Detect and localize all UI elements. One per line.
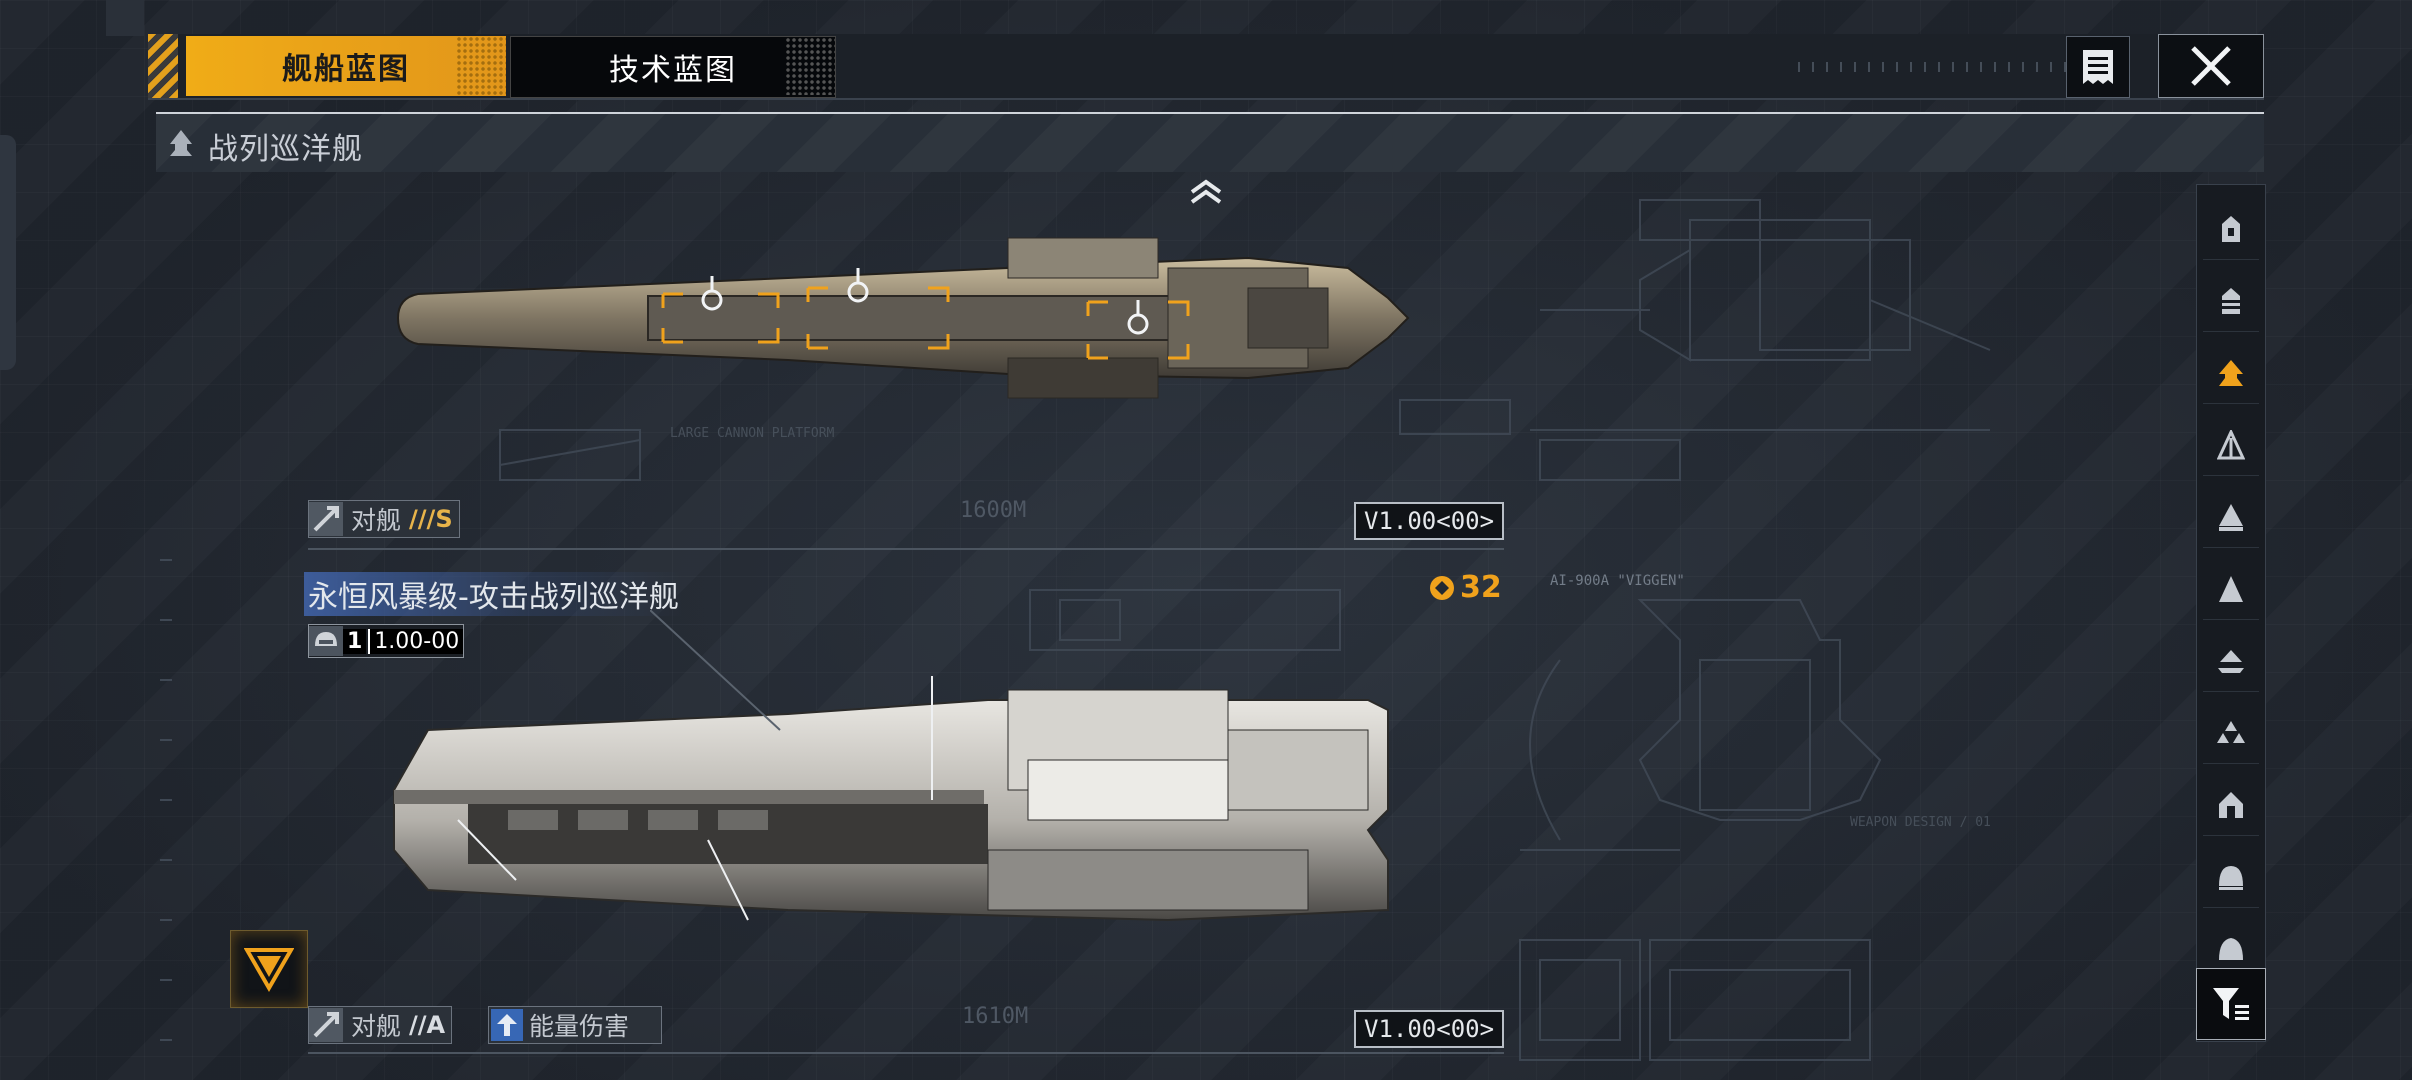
ship-2-name: 永恒风暴级-攻击战列巡洋舰 [304, 572, 683, 616]
destroyer-icon [2222, 288, 2240, 314]
tab-ship-blueprint-label: 舰船蓝图 [282, 52, 410, 87]
ship-2-level: 1 1.00-00 [308, 624, 465, 658]
class-filter-1[interactable] [2203, 199, 2259, 260]
ship-image-2[interactable] [388, 670, 1418, 940]
ship-2-length: 1610M [962, 1004, 1029, 1029]
category-header: 战列巡洋舰 [156, 112, 2264, 172]
auxiliary-icon [2218, 650, 2244, 673]
battlecruiser-icon [2219, 360, 2243, 386]
class-filter-6[interactable] [2203, 559, 2259, 620]
class-filter-battlecruiser-selected[interactable] [2203, 343, 2259, 404]
class-filter-5[interactable] [2203, 487, 2259, 548]
bp-label-weapon: WEAPON DESIGN / 01 [1850, 815, 1991, 830]
down-triangle-icon [244, 948, 294, 992]
anti-ship-icon [309, 1008, 343, 1042]
filter-button[interactable] [2196, 968, 2266, 1040]
ship-1-grade: ///S [409, 505, 453, 533]
chevron-up-icon[interactable] [1186, 176, 1226, 206]
ship-2-role: 对舰 [351, 1012, 402, 1041]
battlecruiser-class-icon [170, 130, 192, 156]
document-icon [2083, 50, 2113, 84]
class-filter-11[interactable] [2203, 919, 2259, 979]
bp-label-variant: AI-900A "VIGGEN" [1550, 573, 1685, 589]
tab-tech-blueprint-label: 技术蓝图 [609, 53, 737, 88]
ship-2-version: V1.00<00> [1354, 1010, 1505, 1048]
ship-2-level-value: 1.00-00 [368, 628, 464, 654]
energy-damage-icon [491, 1009, 523, 1041]
ship-1-length: 1600M [960, 498, 1027, 523]
battleship-icon [2219, 504, 2243, 531]
fighter-group-icon [2217, 721, 2245, 743]
decor-ticks [1798, 62, 2078, 72]
ship-class-filter-column [2196, 184, 2266, 1042]
card-1-divider [308, 548, 1504, 550]
bp-label-cannon: LARGE CANNON PLATFORM [670, 426, 835, 441]
dome-icon [2219, 866, 2243, 890]
ship-2-level-number: 1 [343, 628, 367, 654]
class-filter-8[interactable] [2203, 703, 2259, 764]
ship-2-damage-tag: 能量伤害 [488, 1006, 662, 1044]
frigate-icon [2222, 216, 2240, 242]
ship-1-version: V1.00<00> [1354, 502, 1505, 540]
tab-bar-stripe [148, 34, 178, 98]
carrier-icon [2219, 576, 2243, 602]
left-drawer-handle[interactable] [0, 135, 16, 370]
class-filter-7[interactable] [2203, 631, 2259, 692]
class-filter-2[interactable] [2203, 271, 2259, 332]
close-icon [2191, 46, 2231, 86]
class-filter-10[interactable] [2203, 847, 2259, 908]
tab-ship-blueprint[interactable]: 舰船蓝图 [186, 36, 506, 96]
ship-2-count: 32 [1428, 570, 1502, 605]
filter-icon [2213, 988, 2249, 1020]
anti-ship-icon [309, 502, 343, 536]
blueprint-count-icon [1430, 575, 1454, 600]
station-icon [2219, 792, 2243, 818]
ship-1-role: 对舰 [351, 506, 402, 535]
card-2-divider [308, 1052, 1504, 1054]
ship-2-count-value: 32 [1460, 570, 1502, 605]
document-button[interactable] [2066, 36, 2130, 98]
callout-line [650, 610, 781, 731]
class-filter-4[interactable] [2203, 415, 2259, 476]
tab-tech-blueprint[interactable]: 技术蓝图 [510, 36, 836, 98]
close-button[interactable] [2158, 34, 2264, 98]
ship-1-role-tag: 对舰 ///S [308, 500, 460, 538]
top-decor [106, 0, 144, 36]
tab-bar: 舰船蓝图 技术蓝图 [148, 34, 2264, 100]
ship-2-role-tag: 对舰 //A [308, 1006, 453, 1044]
helmet-icon [309, 626, 343, 656]
class-filter-9[interactable] [2203, 775, 2259, 836]
mothership-icon [2219, 938, 2243, 960]
alert-button[interactable] [230, 930, 308, 1008]
cruiser-icon [2217, 430, 2245, 460]
category-title: 战列巡洋舰 [208, 132, 363, 167]
ship-2-damage-type: 能量伤害 [529, 1012, 630, 1041]
ship-2-grade: //A [409, 1011, 446, 1039]
ship-image-1[interactable] [388, 228, 1418, 408]
